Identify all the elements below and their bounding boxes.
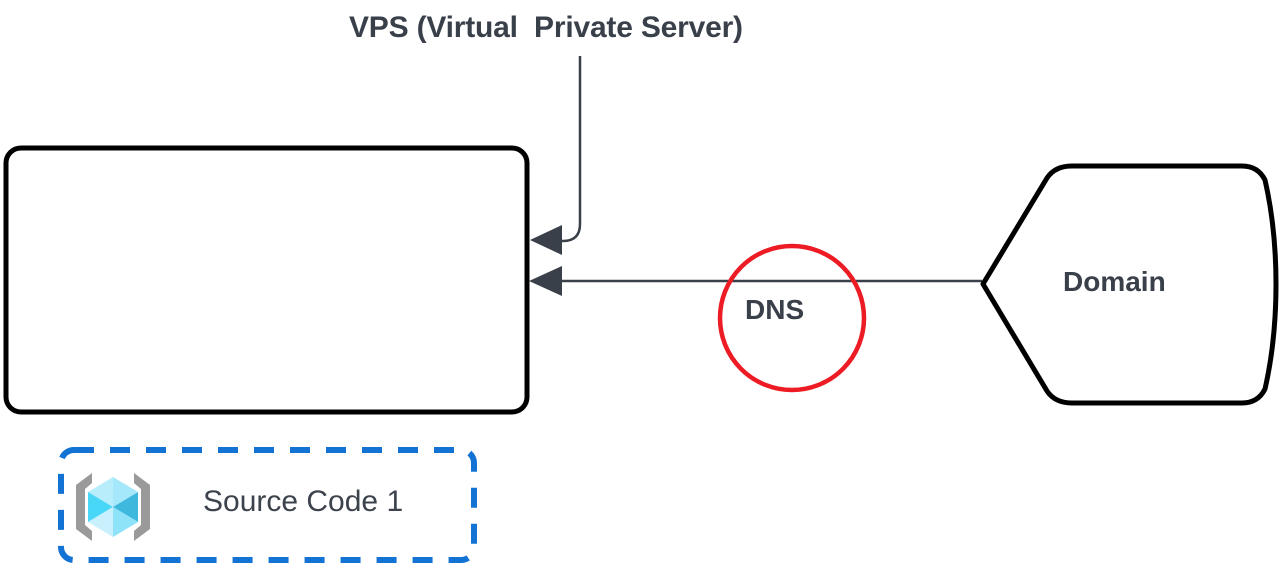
title-connector-line: [557, 56, 582, 243]
title-connector-arrowhead-icon: [530, 225, 562, 255]
vps-box[interactable]: [3, 145, 530, 415]
source-code-label: Source Code 1: [203, 485, 404, 518]
source-code-box[interactable]: [58, 447, 477, 563]
dns-circle[interactable]: [717, 243, 867, 393]
code-cube-icon: [76, 473, 150, 541]
dns-label: DNS: [745, 294, 805, 325]
domain-shape[interactable]: [980, 163, 1279, 406]
vps-title-label: VPS (Virtual Private Server): [349, 11, 743, 44]
domain-connector-arrowhead-icon: [529, 266, 562, 296]
domain-label: Domain: [1063, 266, 1166, 297]
